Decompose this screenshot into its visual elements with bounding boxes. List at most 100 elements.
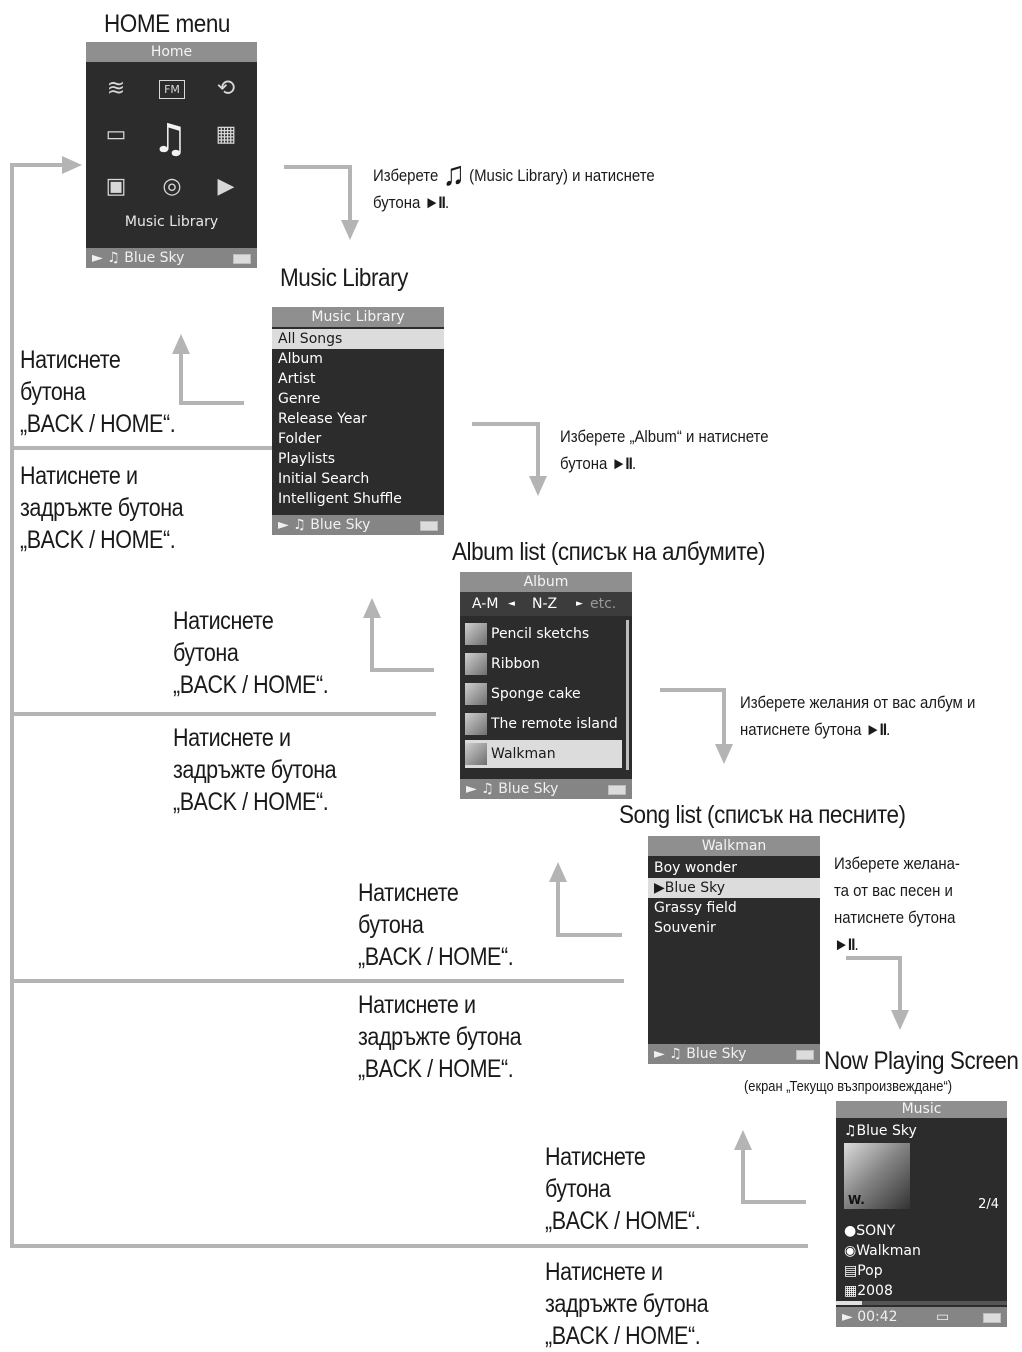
- settings-icon[interactable]: ▣: [105, 174, 127, 199]
- fm-label: FM: [159, 80, 185, 99]
- note-hold-back-3: Натиснете и задръжте бутона „BACK / HOME…: [358, 989, 522, 1085]
- nav-tab-n-z[interactable]: N-Z: [532, 596, 558, 612]
- instruction-text: натиснете бутона: [834, 908, 956, 927]
- year-icon: ▦: [844, 1283, 858, 1299]
- instruction-step-4: Изберете желана- та от вас песен и натис…: [834, 854, 960, 954]
- album-row[interactable]: The remote island: [465, 710, 622, 738]
- note-line: Натиснете: [358, 879, 459, 907]
- play-pause-icon: ►II: [865, 720, 887, 739]
- note-press-back-4: Натиснете бутона „BACK / HOME“.: [545, 1141, 701, 1237]
- note-line: Натиснете: [173, 607, 274, 635]
- menu-item[interactable]: All Songs: [272, 329, 444, 349]
- status-bar: ► ♫ Blue Sky: [272, 515, 444, 535]
- song-list-screen: Walkman Boy wonder ▶Blue Sky Grassy fiel…: [648, 836, 820, 1064]
- now-playing-screen: Music ♫Blue Sky W. 2/4 ●SONY ◉Walkman ▤P…: [836, 1101, 1007, 1327]
- menu-item[interactable]: Genre: [278, 391, 321, 407]
- music-library-screen: Music Library All Songs Album Artist Gen…: [272, 307, 444, 535]
- photo-icon[interactable]: ▭: [105, 122, 127, 147]
- album-name: Walkman: [491, 746, 556, 762]
- note-line: „BACK / HOME“.: [545, 1322, 701, 1350]
- noise-cancel-icon[interactable]: ◎: [162, 174, 182, 199]
- alphabet-nav: A-M ◄ N-Z ► etc.: [460, 592, 632, 616]
- instruction-text: бутона: [560, 454, 608, 473]
- music-library-icon[interactable]: ♫: [152, 116, 188, 162]
- progress-bar[interactable]: [836, 1301, 1007, 1305]
- scrollbar[interactable]: [626, 620, 629, 770]
- status-bar: ► ♫ Blue Sky: [86, 248, 257, 268]
- shuffle-icon[interactable]: ⟲: [216, 76, 236, 101]
- instruction-text: натиснете бутона: [740, 720, 862, 739]
- note-line: „BACK / HOME“.: [358, 943, 514, 971]
- album-thumb: [465, 743, 487, 765]
- playing-indicator-icon: ▶: [654, 880, 665, 896]
- screen-title: Home: [86, 42, 257, 62]
- note-press-back-1: Натиснете бутона „BACK / HOME“.: [20, 344, 176, 440]
- instruction-step-3: Изберете желания от вас албум и натиснет…: [740, 693, 976, 739]
- menu-item[interactable]: Album: [278, 351, 323, 367]
- menu-item[interactable]: Artist: [278, 371, 316, 387]
- status-bar: ► ♫ Blue Sky: [460, 779, 632, 799]
- note-line: бутона: [20, 378, 86, 406]
- song-name: Blue Sky: [664, 880, 725, 896]
- song-row[interactable]: Souvenir: [654, 920, 716, 936]
- back-arrow-song-album: [556, 880, 622, 937]
- instruction-text: (Music Library) и натиснете: [469, 166, 655, 185]
- year-row: ▦2008: [844, 1281, 921, 1301]
- note-hold-back-2: Натиснете и задръжте бутона „BACK / HOME…: [173, 722, 337, 818]
- note-line: „BACK / HOME“.: [358, 1055, 514, 1083]
- instruction-text: та от вас песен и: [834, 881, 953, 900]
- menu-item[interactable]: Release Year: [278, 411, 367, 427]
- song-row[interactable]: Grassy field: [654, 900, 737, 916]
- heading-music-library: Music Library: [280, 264, 408, 292]
- note-line: Натиснете: [20, 346, 121, 374]
- note-line: задръжте бутона: [358, 1023, 522, 1051]
- nav-tab-etc[interactable]: etc.: [590, 596, 617, 612]
- play-pause-icon: ►II: [834, 935, 855, 954]
- genre-icon: ▤: [844, 1263, 858, 1279]
- menu-item[interactable]: Intelligent Shuffle: [278, 491, 402, 507]
- song-row[interactable]: Boy wonder: [654, 860, 738, 876]
- note-line: бутона: [358, 911, 424, 939]
- album-icon: ◉: [844, 1243, 857, 1259]
- album-row[interactable]: Ribbon: [465, 650, 622, 678]
- hold-return-arrowhead: [62, 156, 82, 174]
- album-name: Sponge cake: [491, 686, 581, 702]
- album-row[interactable]: Walkman: [465, 740, 622, 768]
- instruction-text: Изберете желания от вас албум и: [740, 693, 976, 712]
- home-screen: Home ≋ FM ⟲ ▭ ♫ ▦ ▣ ◎ ▶ Music Library ► …: [86, 42, 257, 268]
- note-line: Натиснете и: [173, 724, 291, 752]
- heading-now-playing: Now Playing Screen: [824, 1047, 1019, 1075]
- menu-item[interactable]: Folder: [278, 431, 322, 447]
- selected-item-label: Music Library: [124, 214, 219, 230]
- menu-item[interactable]: Playlists: [278, 451, 336, 467]
- nav-left-icon[interactable]: ◄: [508, 599, 515, 609]
- note-line: бутона: [173, 639, 239, 667]
- forward-arrow-library-album: [472, 422, 540, 478]
- song-row[interactable]: ▶Blue Sky: [648, 878, 820, 898]
- nav-right-icon[interactable]: ►: [576, 599, 583, 609]
- track-counter: 2/4: [978, 1197, 999, 1212]
- back-arrow-nowplaying-song: [741, 1148, 806, 1204]
- note-press-back-3: Натиснете бутона „BACK / HOME“.: [358, 877, 514, 973]
- album-name: Ribbon: [491, 656, 540, 672]
- note-line: задръжте бутона: [545, 1290, 709, 1318]
- note-line: бутона: [545, 1175, 611, 1203]
- playlist-icon[interactable]: ▶: [217, 174, 235, 199]
- podcast-icon[interactable]: ≋: [106, 76, 126, 101]
- fm-radio-icon[interactable]: FM: [152, 80, 192, 99]
- menu-item[interactable]: Initial Search: [278, 471, 370, 487]
- note-press-back-2: Натиснете бутона „BACK / HOME“.: [173, 605, 329, 701]
- now-playing-status: ► ♫ Blue Sky: [654, 1046, 747, 1062]
- instruction-step-1: Изберете ♫ (Music Library) и натиснете б…: [373, 155, 655, 212]
- heading-home-menu: HOME menu: [104, 10, 230, 38]
- instruction-step-2: Изберете „Album“ и натиснете бутона ►II.: [560, 427, 769, 473]
- album-thumb: [465, 623, 487, 645]
- song-list: Boy wonder ▶Blue Sky Grassy field Souven…: [648, 856, 820, 938]
- nav-tab-a-m[interactable]: A-M: [472, 596, 499, 612]
- video-icon[interactable]: ▦: [215, 122, 237, 147]
- screen-title: Music: [836, 1101, 1007, 1118]
- play-icon: ►: [842, 1309, 853, 1325]
- album-row[interactable]: Sponge cake: [465, 680, 622, 708]
- album-row[interactable]: Pencil sketchs: [465, 620, 622, 648]
